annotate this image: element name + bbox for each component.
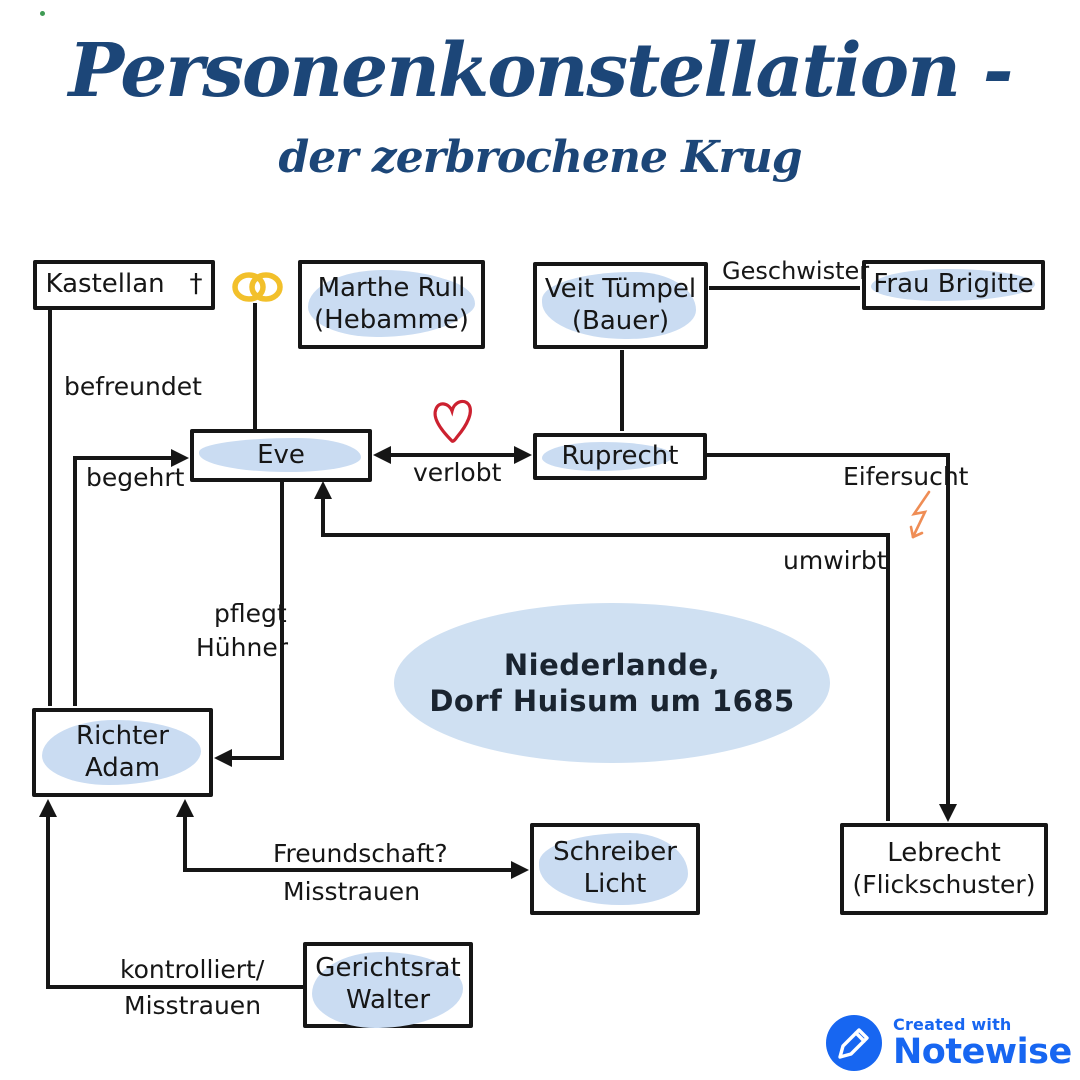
- node-label: Eve: [257, 439, 305, 470]
- edge-label-pflegt: pflegt: [214, 599, 287, 628]
- edge-label-umwirbt: umwirbt: [783, 546, 887, 575]
- highlight-blob: [327, 960, 453, 1018]
- arrowhead-freundschaft-right: [511, 861, 529, 879]
- arrowhead-freundschaft-up: [176, 799, 194, 817]
- node-label: Lebrecht: [887, 837, 1001, 868]
- edge-label-huehner: Hühner: [196, 633, 288, 662]
- edge-label-freundschaft: Freundschaft?: [273, 839, 448, 868]
- wedding-rings-icon: [232, 272, 283, 302]
- arrowhead-verlobt-right: [514, 446, 532, 464]
- notewise-watermark[interactable]: Created with Notewise: [825, 1013, 1075, 1075]
- node-label: Kastellan †: [45, 269, 203, 300]
- edge-freundschaft-line: [183, 812, 516, 872]
- node-label: (Bauer): [571, 305, 670, 336]
- edge-label-kontrolliert: kontrolliert/: [120, 955, 265, 984]
- heart-icon: [433, 399, 472, 443]
- node-label: Frau Brigitte: [873, 269, 1034, 300]
- highlight-blob: [332, 276, 475, 325]
- edge-label-geschwister: Geschwister: [722, 257, 870, 285]
- created-with-text: Created with: [893, 1015, 1012, 1034]
- stray-mark-dot: [40, 11, 45, 16]
- notewise-logo-icon: [826, 1015, 882, 1071]
- edge-umwirbt-line: [321, 494, 890, 821]
- node-frau-brigitte[interactable]: Frau Brigitte: [862, 260, 1045, 310]
- setting-line: Dorf Huisum um 1685: [429, 684, 795, 718]
- arrowhead-kontrolliert: [39, 799, 57, 817]
- highlight-blob: [552, 843, 678, 897]
- arrowhead-pflegt: [214, 749, 232, 767]
- node-label: Adam: [84, 752, 161, 783]
- edge-label-verlobt: verlobt: [413, 458, 502, 487]
- node-label: Licht: [583, 869, 647, 899]
- node-label: Walter: [345, 985, 431, 1015]
- edge-label-eifersucht: Eifersucht: [843, 462, 969, 491]
- node-gerichtsrat-walter[interactable]: Gerichtsrat Walter: [303, 942, 473, 1028]
- setting-bubble[interactable]: Niederlande, Dorf Huisum um 1685: [394, 603, 830, 763]
- page-subtitle: der zerbrochene Krug: [278, 132, 803, 183]
- edge-label-misstrauen-2: Misstrauen: [124, 991, 262, 1020]
- node-kastellan[interactable]: Kastellan †: [33, 260, 215, 310]
- highlight-blob: [60, 726, 183, 777]
- node-label: Richter: [76, 720, 169, 751]
- notewise-wordmark: Notewise: [893, 1032, 1072, 1072]
- edge-kontrolliert-line: [46, 812, 303, 989]
- arrowhead-eifersucht: [939, 804, 957, 822]
- node-label: Ruprecht: [561, 440, 679, 471]
- edge-label-misstrauen-1: Misstrauen: [283, 877, 421, 906]
- node-ruprecht[interactable]: Ruprecht: [533, 433, 707, 480]
- arrowhead-verlobt-left: [373, 446, 391, 464]
- node-label: (Flickschuster): [852, 869, 1036, 899]
- pencil-icon: [838, 1028, 869, 1059]
- edge-label-befreundet: befreundet: [64, 372, 202, 401]
- highlight-blob: [553, 280, 684, 331]
- highlight-blob: [542, 442, 673, 471]
- edge-eifersucht-line: [707, 453, 950, 808]
- node-richter-adam[interactable]: Richter Adam: [32, 708, 213, 797]
- node-label: Gerichtsrat: [315, 953, 461, 984]
- node-label: (Hebamme): [314, 304, 469, 335]
- node-lebrecht[interactable]: Lebrecht (Flickschuster): [840, 823, 1048, 915]
- node-eve[interactable]: Eve: [190, 429, 372, 482]
- edge-begehrt-line: [73, 456, 176, 706]
- node-label: Schreiber: [553, 837, 677, 868]
- node-label: Marthe Rull: [317, 272, 466, 303]
- lightning-icon: [909, 490, 931, 539]
- page-title: Personenkonstellation -: [68, 28, 1014, 114]
- arrowhead-umwirbt: [314, 481, 332, 499]
- setting-line: Niederlande,: [503, 647, 721, 682]
- node-marthe-rull[interactable]: Marthe Rull (Hebamme): [298, 260, 485, 349]
- node-veit-tuempel[interactable]: Veit Tümpel (Bauer): [533, 262, 708, 349]
- arrowhead-begehrt: [171, 449, 189, 467]
- edge-pflegt-line: [228, 482, 284, 760]
- highlight-blob: [871, 269, 1035, 301]
- node-schreiber-licht[interactable]: Schreiber Licht: [530, 823, 700, 915]
- highlight-blob: [199, 438, 361, 472]
- node-label: Veit Tümpel: [544, 273, 697, 304]
- edge-label-begehrt: begehrt: [86, 463, 185, 492]
